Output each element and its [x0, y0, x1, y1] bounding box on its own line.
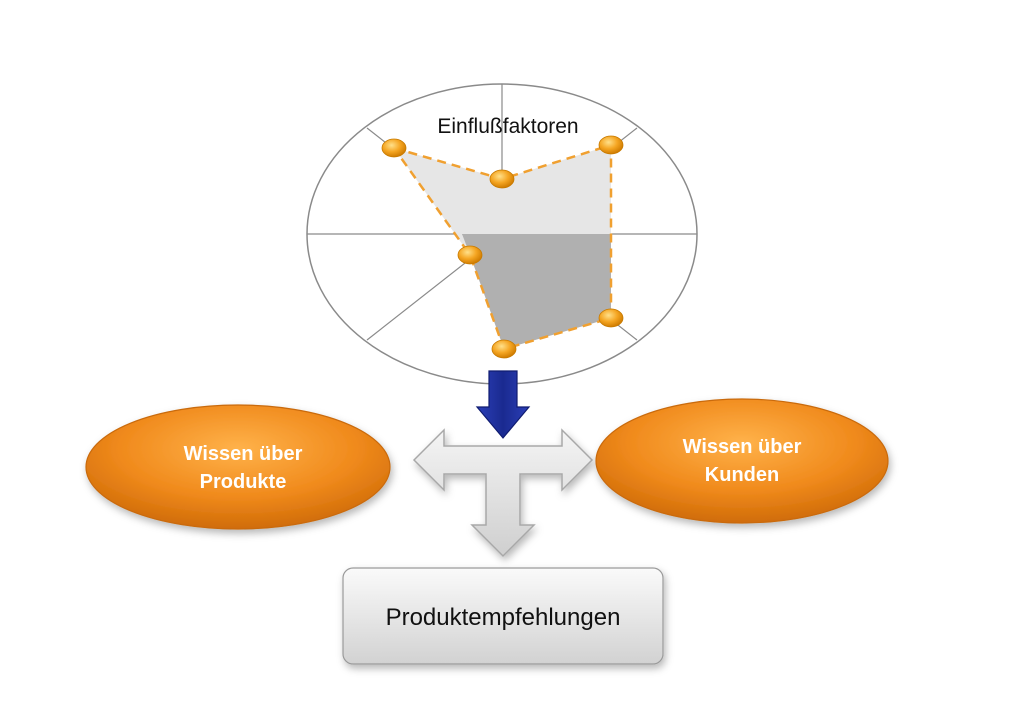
knowledge-customers-line2: Kunden	[705, 464, 779, 486]
knowledge-customers-ellipse	[595, 398, 889, 524]
radar-node	[491, 339, 517, 359]
knowledge-products-line1: Wissen über	[184, 443, 303, 465]
radar-title: Einflußfaktoren	[437, 115, 578, 138]
result-box	[342, 567, 664, 665]
knowledge-products-line2: Produkte	[200, 471, 287, 493]
radar-node	[381, 138, 407, 158]
radar-area-upper	[394, 145, 611, 255]
knowledge-customers-node: Wissen über Kunden	[595, 398, 889, 524]
knowledge-products-node: Wissen über Produkte	[85, 404, 391, 530]
knowledge-customers-line1: Wissen über	[683, 436, 802, 458]
radar-node	[598, 308, 624, 328]
radar-node	[457, 245, 483, 265]
radar-area-lower	[462, 234, 611, 349]
radar-chart: Einflußfaktoren	[306, 83, 698, 385]
gray-three-way-arrow	[412, 428, 594, 558]
radar-node	[489, 169, 515, 189]
blue-down-arrow	[475, 370, 531, 439]
result-node: Produktempfehlungen	[342, 567, 664, 665]
result-label: Produktempfehlungen	[386, 604, 621, 631]
knowledge-products-ellipse	[85, 404, 391, 530]
radar-node	[598, 135, 624, 155]
